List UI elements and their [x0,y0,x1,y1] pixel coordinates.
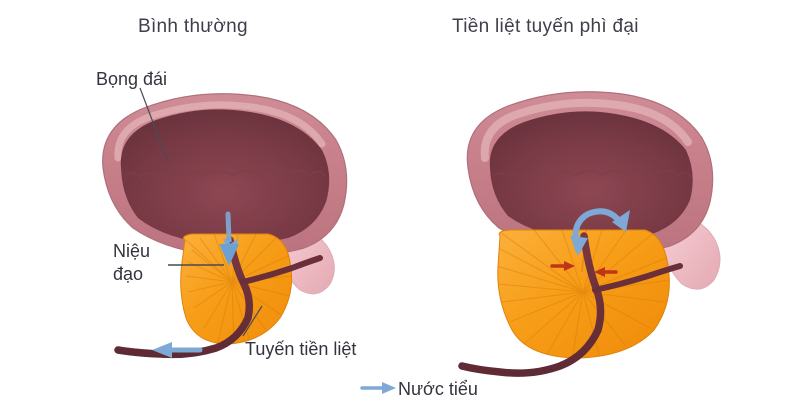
bladder-right [466,91,714,262]
panel-normal [102,87,348,359]
urine-flow-arrow-obstructed [570,208,630,256]
label-urethra: Niệu đạo [113,240,150,285]
panel-title-normal: Bình thường [138,16,248,37]
prostate-striations-right [497,230,670,358]
leader-line-prostate [242,305,263,337]
urethra-compressed [458,232,683,377]
compression-arrow-right [594,267,618,277]
compression-arrow-left [550,261,575,271]
label-urethra-line1: Niệu [113,241,151,261]
prostate-enlarged [497,229,670,359]
label-bladder: Bọng đái [96,69,168,89]
label-prostate: Tuyến tiền liệt [245,339,357,359]
compression-arrows [550,261,618,277]
panel-enlarged [458,91,721,377]
label-urethra-line2: đạo [113,263,144,284]
urine-legend-arrow [360,382,396,394]
bladder-left [102,93,348,268]
leader-line-bladder [139,87,169,163]
prostate-normal [180,233,293,345]
urine-outflow-arrow-normal [152,342,203,358]
panel-title-enlarged: Tiền liệt tuyến phì đại [452,16,639,37]
urethra-normal [114,236,323,359]
label-urine-legend: Nước tiểu [398,379,478,399]
urine-flow-arrow-normal [219,211,239,266]
